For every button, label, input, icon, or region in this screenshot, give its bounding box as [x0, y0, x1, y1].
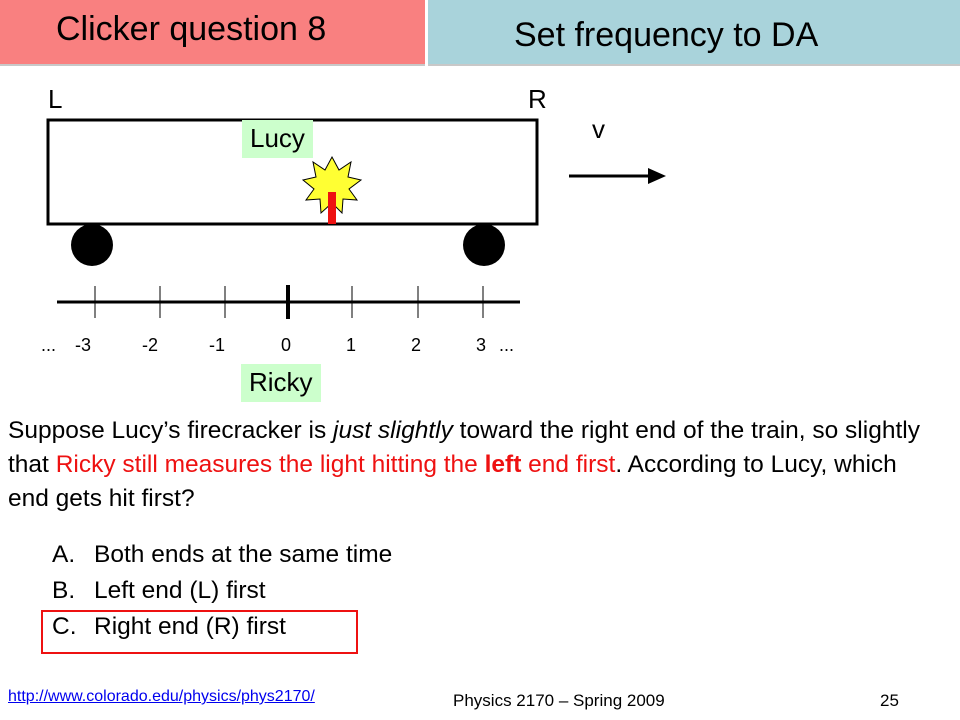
- option-letter: A.: [52, 541, 76, 568]
- question-emphasis: just slightly: [333, 417, 453, 444]
- course-website-link[interactable]: http://www.colorado.edu/physics/phys2170…: [8, 688, 315, 705]
- question-part: toward the right end of the train, so sl…: [8, 417, 920, 478]
- option-letter: B.: [52, 577, 76, 604]
- right-wheel: [463, 224, 505, 266]
- subtitle-banner: Set frequency to DA: [428, 0, 960, 66]
- slide-number: 25: [880, 691, 899, 710]
- option-text: Both ends at the same time: [94, 541, 393, 568]
- tick-label: 2: [411, 335, 422, 355]
- correct-answer-highlight: [41, 610, 358, 654]
- tick-label: -1: [209, 335, 226, 355]
- answer-options: A. Both ends at the same time B. Left en…: [52, 537, 392, 645]
- question-part: . According to Lucy, which end gets hit …: [8, 451, 897, 512]
- question-text: Suppose Lucy’s firecracker is just sligh…: [8, 414, 938, 516]
- slide-subtitle: Set frequency to DA: [514, 16, 819, 54]
- right-end-label: R: [528, 84, 547, 114]
- option-letter: C.: [52, 613, 77, 640]
- tick-label: 3: [476, 335, 487, 355]
- tick-label: -2: [142, 335, 159, 355]
- option-text: Right end (R) first: [94, 613, 286, 640]
- tick-label: -3: [75, 335, 92, 355]
- velocity-label: v: [592, 114, 605, 144]
- lucy-label: Lucy: [242, 120, 313, 158]
- firecracker-stick: [328, 192, 336, 224]
- option-c: C. Right end (R) first: [52, 609, 392, 645]
- course-name: Physics 2170 – Spring 2009: [453, 691, 665, 710]
- option-a: A. Both ends at the same time: [52, 537, 392, 573]
- tick-label: 1: [346, 335, 357, 355]
- left-end-label: L: [48, 84, 63, 114]
- tick-label: 0: [281, 335, 292, 355]
- question-highlight: end first: [521, 451, 616, 478]
- left-wheel: [71, 224, 113, 266]
- title-banner: Clicker question 8: [0, 0, 425, 66]
- option-b: B. Left end (L) first: [52, 573, 392, 609]
- question-highlight: Ricky still measures the light hitting t…: [55, 451, 485, 478]
- velocity-arrowhead-icon: [648, 168, 666, 184]
- question-part: Suppose Lucy’s firecracker is: [8, 417, 333, 444]
- tick-label-ellipsis-left: ...: [41, 335, 57, 355]
- tick-label-ellipsis-right: ...: [499, 335, 515, 355]
- slide-title: Clicker question 8: [56, 10, 327, 48]
- train-diagram: [46, 118, 666, 319]
- option-text: Left end (L) first: [94, 577, 266, 604]
- ricky-label: Ricky: [241, 364, 321, 402]
- question-highlight-bold: left: [484, 451, 522, 478]
